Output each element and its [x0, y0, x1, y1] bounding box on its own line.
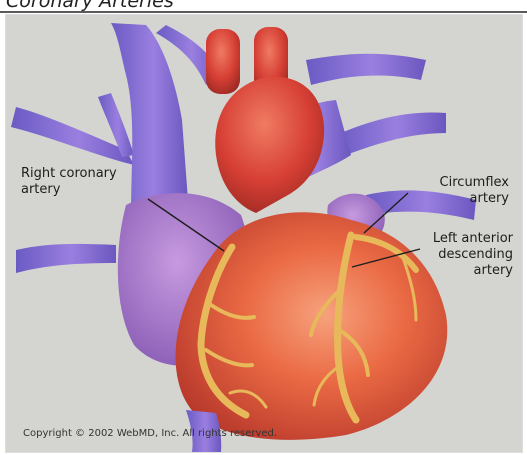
label-circumflex-artery: Circumflex artery — [394, 175, 509, 207]
illustration-panel: Right coronary artery Circumflex artery … — [5, 14, 523, 453]
label-right-coronary-artery: Right coronary artery — [21, 166, 117, 198]
title-divider — [0, 11, 527, 13]
copyright-notice: Copyright © 2002 WebMD, Inc. All rights … — [23, 428, 277, 440]
label-left-anterior-descending-artery: Left anterior descending artery — [386, 231, 513, 279]
